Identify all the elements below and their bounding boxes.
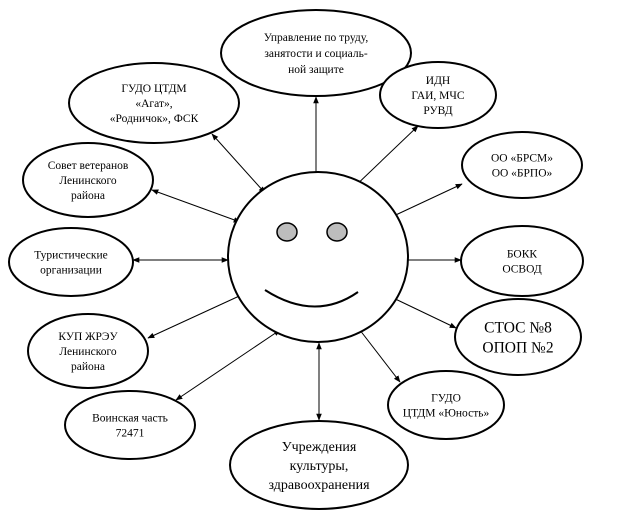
smiley-face-icon bbox=[227, 171, 409, 343]
node-label-bokk-line-1: ОСВОД bbox=[502, 264, 542, 276]
node-ellipse-gudo-yunost bbox=[387, 370, 505, 440]
node-label-culture-line-0: Учреждения bbox=[282, 440, 357, 455]
node-label-stos-line-1: ОПОП №2 bbox=[482, 339, 553, 356]
node-bokk: БОКК ОСВОД bbox=[460, 225, 584, 297]
node-label-kup-line-2: района bbox=[71, 361, 105, 373]
node-ellipse-kup bbox=[27, 313, 149, 389]
node-gudo-agat: ГУДО ЦТДМ «Агат», «Родничок», ФСК bbox=[68, 62, 240, 144]
node-military: Воинская часть 72471 bbox=[64, 390, 196, 460]
node-label-kup-line-1: Ленинского bbox=[59, 346, 117, 358]
smile-mouth bbox=[264, 289, 359, 308]
node-label-gudo-agat-line-0: ГУДО ЦТДМ bbox=[121, 83, 186, 95]
node-ellipse-labor bbox=[220, 9, 412, 97]
node-label-labor-line-1: занятости и социаль- bbox=[264, 48, 368, 60]
nodes: Управление по труду, занятости и социаль-… bbox=[8, 9, 584, 510]
node-label-stos-line-0: СТОС №8 bbox=[484, 319, 552, 336]
connector-arrow-gudo-yunost bbox=[355, 324, 401, 383]
node-stos: СТОС №8 ОПОП №2 bbox=[454, 298, 582, 376]
connector-arrow-idn bbox=[349, 125, 419, 192]
node-label-gudo-agat-line-1: «Агат», bbox=[135, 98, 172, 110]
node-ellipse-military bbox=[64, 390, 196, 460]
node-label-gudo-yunost-line-1: ЦТДМ «Юность» bbox=[403, 408, 490, 420]
node-label-military-line-1: 72471 bbox=[116, 428, 145, 440]
node-label-culture-line-1: культуры, bbox=[290, 459, 349, 474]
node-ellipse-gudo-agat bbox=[68, 62, 240, 144]
node-label-culture-line-2: здравоохранения bbox=[268, 478, 370, 493]
node-labor: Управление по труду, занятости и социаль-… bbox=[220, 9, 412, 97]
node-label-gudo-agat-line-2: «Родничок», ФСК bbox=[110, 113, 199, 125]
node-ellipse-tourist bbox=[8, 227, 134, 297]
node-label-idn-line-1: ГАИ, МЧС bbox=[411, 90, 464, 102]
node-culture: Учреждения культуры, здравоохранения bbox=[229, 420, 409, 510]
connector-arrow-veterans bbox=[151, 189, 241, 223]
node-label-idn-line-2: РУВД bbox=[423, 105, 452, 117]
node-brsm: ОО «БРСМ» ОО «БРПО» bbox=[461, 131, 583, 199]
center-smiley bbox=[227, 171, 409, 343]
node-tourist: Туристические организации bbox=[8, 227, 134, 297]
node-label-military-line-0: Воинская часть bbox=[92, 413, 168, 425]
connector-arrow-military bbox=[175, 329, 281, 401]
node-kup: КУП ЖРЭУ Ленинского района bbox=[27, 313, 149, 389]
node-label-idn-line-0: ИДН bbox=[426, 75, 450, 87]
node-gudo-yunost: ГУДО ЦТДМ «Юность» bbox=[387, 370, 505, 440]
node-label-tourist-line-0: Туристические bbox=[34, 250, 108, 262]
node-label-labor-line-0: Управление по труду, bbox=[264, 32, 369, 44]
node-label-brsm-line-1: ОО «БРПО» bbox=[492, 168, 553, 180]
connector-arrow-stos bbox=[386, 294, 457, 329]
node-label-kup-line-0: КУП ЖРЭУ bbox=[58, 331, 118, 343]
node-label-labor-line-2: ной защите bbox=[288, 64, 344, 76]
node-ellipse-stos bbox=[454, 298, 582, 376]
connector-arrow-kup bbox=[147, 291, 249, 339]
node-label-bokk-line-0: БОКК bbox=[507, 249, 538, 261]
node-ellipse-idn bbox=[379, 61, 497, 129]
node-label-brsm-line-0: ОО «БРСМ» bbox=[491, 153, 553, 165]
node-label-veterans-line-0: Совет ветеранов bbox=[48, 160, 129, 172]
node-idn: ИДН ГАИ, МЧС РУВД bbox=[379, 61, 497, 129]
node-label-veterans-line-2: района bbox=[71, 190, 105, 202]
right-eye bbox=[326, 222, 348, 242]
node-ellipse-veterans bbox=[22, 142, 154, 218]
connector-arrow-gudo-agat bbox=[211, 133, 266, 194]
left-eye bbox=[276, 222, 298, 242]
node-label-tourist-line-1: организации bbox=[40, 265, 102, 277]
node-label-veterans-line-1: Ленинского bbox=[59, 175, 117, 187]
connectors bbox=[132, 96, 463, 421]
node-ellipse-culture bbox=[229, 420, 409, 510]
node-ellipse-brsm bbox=[461, 131, 583, 199]
connector-arrow-brsm bbox=[384, 183, 463, 221]
node-ellipse-bokk bbox=[460, 225, 584, 297]
node-label-gudo-yunost-line-0: ГУДО bbox=[431, 393, 461, 405]
